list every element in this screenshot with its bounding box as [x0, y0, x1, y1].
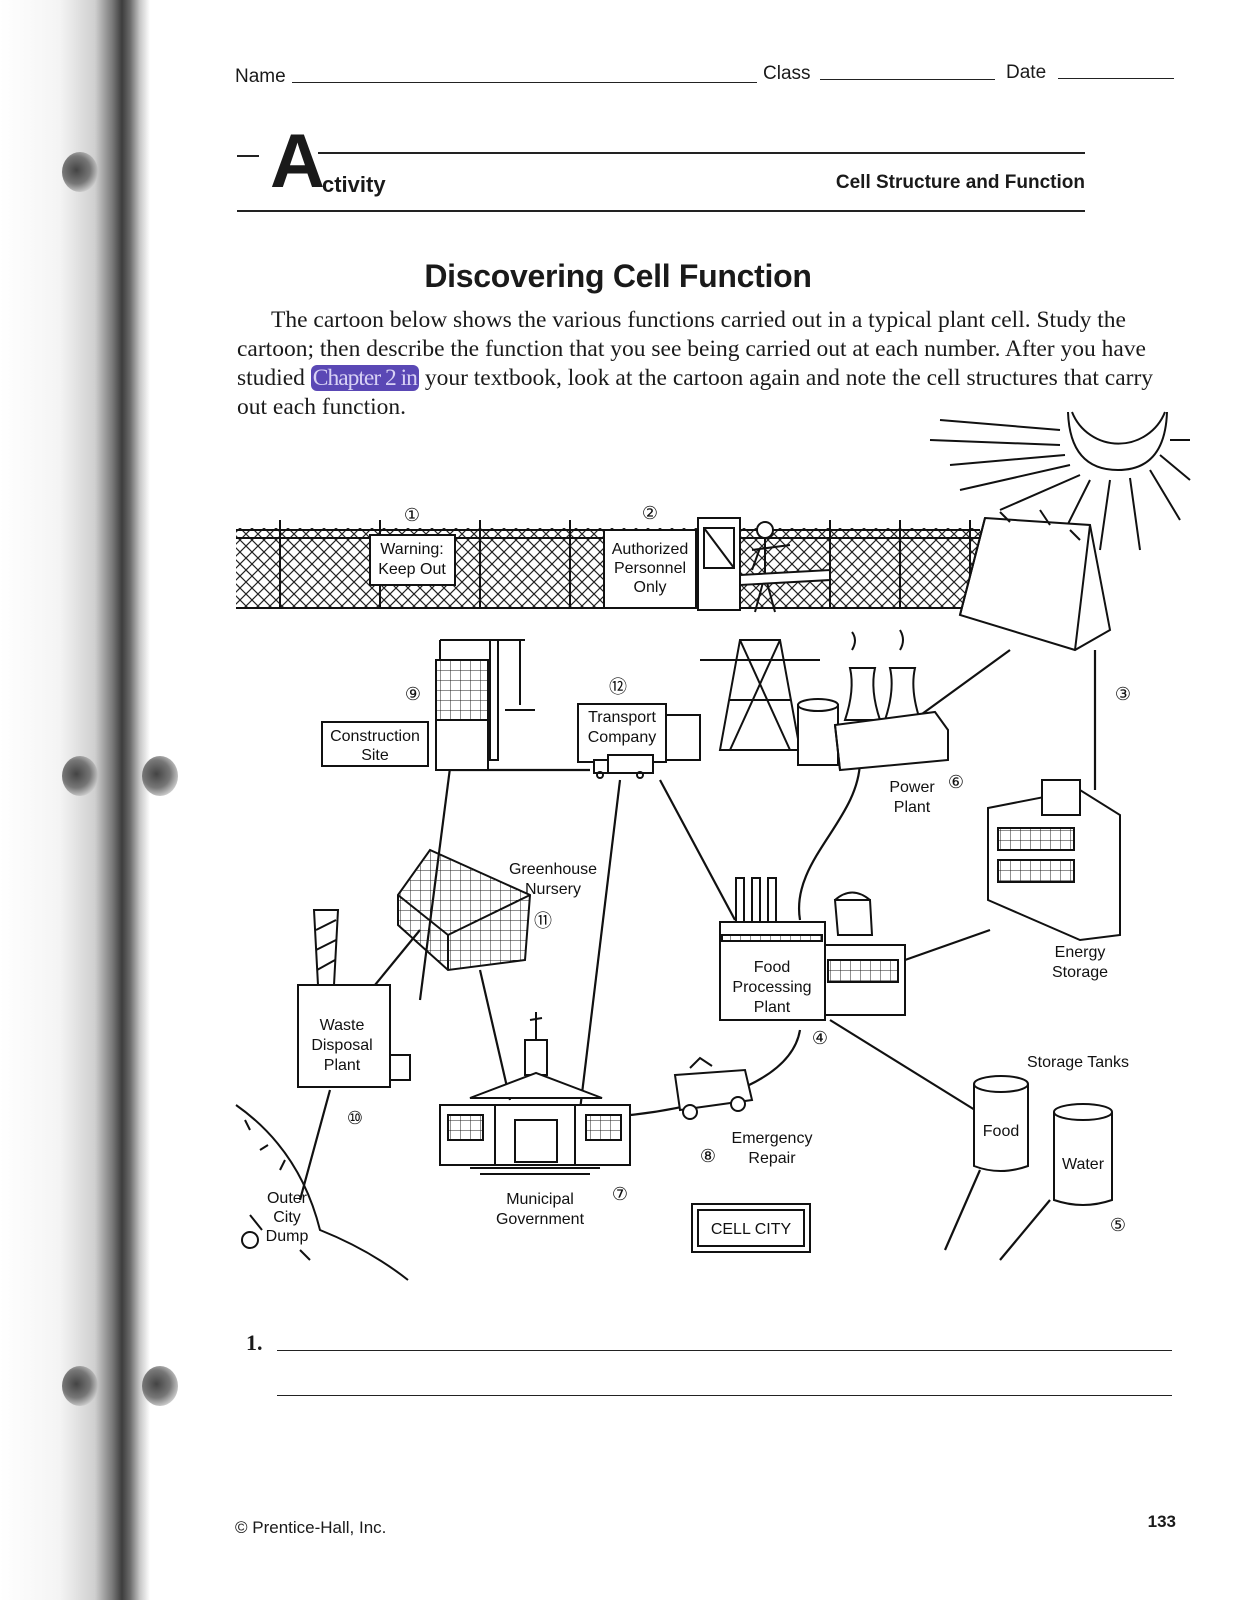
marker-1: ①	[404, 505, 420, 525]
marker-10: ⑩	[347, 1108, 363, 1128]
intro-text-2: your textbook, look at the cartoon again…	[237, 365, 1154, 420]
intro-paragraph: The cartoon below shows the various func…	[237, 306, 1172, 422]
cell-city-sign-inner	[697, 1209, 805, 1247]
solar-collector	[958, 509, 1112, 652]
class-label: Class	[763, 63, 811, 84]
marker-7: ⑦	[612, 1184, 628, 1204]
banner-rule-top	[318, 152, 1085, 154]
scribbled-out-text: Chapter 2 in	[310, 365, 419, 391]
construction-line-2: Site	[361, 747, 389, 764]
intro-text-1: The cartoon below shows the various func…	[237, 307, 1146, 391]
cell-city-sign	[691, 1203, 811, 1253]
food-plant-label-2: Processing	[732, 979, 811, 996]
marker-5: ⑤	[1110, 1215, 1126, 1235]
energy-label-2: Storage	[1052, 964, 1108, 981]
construction-site-icon	[435, 639, 535, 771]
dump-label-3: Dump	[266, 1228, 309, 1245]
truck-icon	[593, 754, 654, 779]
food-tank-icon	[973, 1075, 1029, 1172]
dump-pile-icon	[235, 1104, 409, 1281]
punch-hole-middle-right	[142, 756, 178, 796]
food-processing-plant-icon	[719, 877, 906, 1021]
authorized-line-1: Authorized	[612, 541, 689, 558]
greenhouse-label-1: Greenhouse	[509, 861, 597, 878]
transport-line-1: Transport	[588, 709, 656, 726]
municipal-label-1: Municipal	[506, 1191, 574, 1208]
municipal-building-icon	[439, 1012, 631, 1175]
energy-label-1: Energy	[1055, 944, 1106, 961]
punch-hole-top	[62, 152, 98, 192]
construction-line-1: Construction	[330, 728, 420, 745]
punch-hole-bottom-left	[62, 1366, 98, 1406]
waste-label-2: Disposal	[311, 1037, 372, 1054]
gate-guard-icon	[739, 521, 831, 613]
warning-sign	[369, 534, 456, 586]
page-number: 133	[1147, 1512, 1176, 1531]
authorized-sign	[603, 529, 697, 609]
activity-big-letter: A	[270, 119, 325, 204]
marker-2: ②	[642, 503, 658, 523]
binder-shadow	[0, 0, 150, 1600]
copyright: © Prentice-Hall, Inc.	[235, 1518, 387, 1537]
answer-line-1a[interactable]	[277, 1350, 1172, 1351]
cell-city-diagram: Warning: Keep Out ① Authorized Personnel…	[235, 411, 1191, 1281]
power-label-1: Power	[889, 779, 935, 796]
page-title: Discovering Cell Function	[424, 258, 812, 294]
food-tank-label: Food	[983, 1123, 1019, 1140]
authorized-line-2: Personnel	[614, 560, 686, 577]
name-field[interactable]	[292, 82, 757, 83]
waste-label-3: Plant	[324, 1057, 361, 1074]
activity-label: ctivity	[322, 172, 386, 197]
greenhouse-label-2: Nursery	[525, 881, 581, 898]
energy-storage-icon	[987, 779, 1121, 942]
warning-sign-line-1: Warning:	[380, 541, 443, 558]
section-title: Cell Structure and Function	[835, 172, 1085, 193]
water-tank-icon	[1053, 1103, 1113, 1206]
marker-3: ③	[1115, 684, 1131, 704]
transport-sign	[577, 703, 667, 763]
marker-4: ④	[812, 1028, 828, 1048]
emergency-label-1: Emergency	[732, 1130, 813, 1147]
date-label: Date	[1006, 62, 1047, 83]
guard-house	[697, 517, 741, 611]
emergency-label-2: Repair	[748, 1150, 796, 1167]
authorized-line-3: Only	[634, 579, 667, 596]
punch-hole-bottom-right	[142, 1366, 178, 1406]
dump-label-2: City	[273, 1209, 301, 1226]
marker-11: ⑪	[534, 911, 552, 931]
power-plant-icon	[797, 629, 949, 772]
food-plant-label-1: Food	[754, 959, 790, 976]
warning-sign-line-2: Keep Out	[378, 561, 446, 578]
marker-6: ⑥	[948, 772, 964, 792]
punch-hole-middle-left	[62, 756, 98, 796]
marker-8: ⑧	[700, 1146, 716, 1166]
banner-rule-left	[237, 155, 259, 157]
answer-line-1b[interactable]	[277, 1395, 1172, 1396]
waste-disposal-plant-icon	[297, 909, 411, 1088]
repair-truck-icon	[673, 1056, 754, 1120]
marker-9: ⑨	[405, 684, 421, 704]
sun-icon	[929, 411, 1191, 551]
construction-sign	[321, 721, 429, 767]
municipal-label-2: Government	[496, 1211, 585, 1228]
water-tank-label: Water	[1062, 1156, 1105, 1173]
storage-tanks-label: Storage Tanks	[1027, 1054, 1129, 1071]
power-label-2: Plant	[894, 799, 931, 816]
date-field[interactable]	[1058, 78, 1174, 79]
banner-rule-bottom	[237, 210, 1085, 212]
greenhouse-icon	[397, 848, 532, 972]
food-plant-label-3: Plant	[754, 999, 791, 1016]
waste-label-1: Waste	[320, 1017, 365, 1034]
marker-12: ⑫	[609, 677, 627, 697]
transport-line-2: Company	[588, 729, 656, 746]
name-label: Name	[235, 66, 286, 87]
cell-city-label: CELL CITY	[711, 1221, 792, 1238]
answer-number-1: 1.	[246, 1330, 263, 1355]
transport-depot	[666, 714, 701, 761]
class-field[interactable]	[820, 79, 995, 80]
dump-label-1: Outer	[267, 1190, 308, 1207]
